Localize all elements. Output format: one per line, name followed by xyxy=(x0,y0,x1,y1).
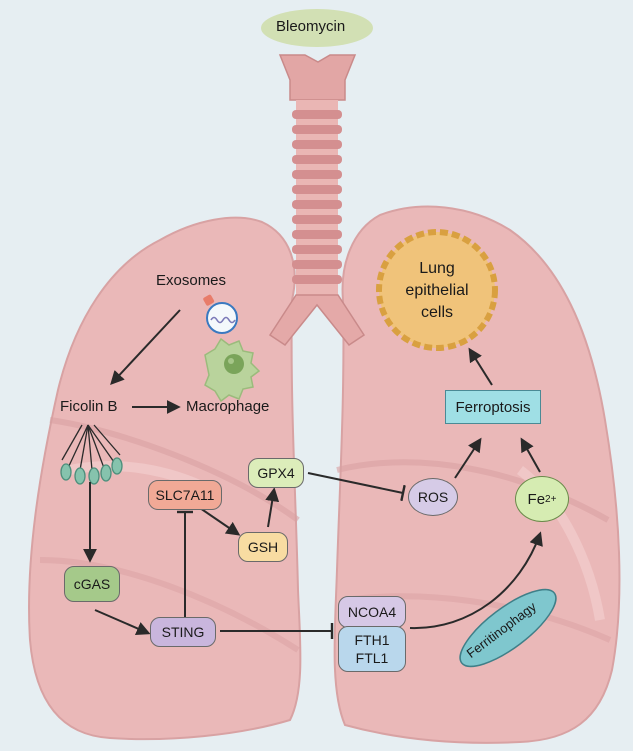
arrow-gsh-gpx4 xyxy=(265,487,280,528)
arrow-exosomes-ficolin xyxy=(110,309,181,386)
ferroptosis-node: Ferroptosis xyxy=(445,390,541,424)
lung-epithelial-cell xyxy=(376,229,498,351)
exosomes-label: Exosomes xyxy=(156,272,227,289)
bleomycin-ellipse xyxy=(261,9,373,47)
arrow-slc7a11-gsh xyxy=(199,507,241,536)
lung-cells-label: Lung epithelial cells xyxy=(387,258,487,324)
ficolin-b-label: Ficolin B xyxy=(60,398,118,415)
exosome-icon xyxy=(203,294,238,334)
ros-node: ROS xyxy=(408,478,458,516)
fth-ftl-node: FTH1 FTL1 xyxy=(338,626,406,672)
cgas-node: cGAS xyxy=(64,566,120,602)
arrow-fe-ferroptosis xyxy=(520,437,541,473)
fe-superscript: 2+ xyxy=(545,493,557,505)
arrow-ferroptosis-cells xyxy=(468,347,493,386)
connectors xyxy=(83,309,543,639)
sting-node: STING xyxy=(150,617,216,647)
inhibit-gpx4-ros xyxy=(307,472,406,502)
trachea xyxy=(268,54,366,347)
macrophage-icon xyxy=(204,337,261,403)
bleomycin-label: Bleomycin xyxy=(276,18,346,35)
gpx4-node: GPX4 xyxy=(248,458,304,488)
fth1-label: FTH1 xyxy=(354,632,390,648)
macrophage-label: Macrophage xyxy=(186,398,270,415)
arrow-ferritinophagy-fe xyxy=(409,531,543,630)
ferritinophagy-ellipse xyxy=(459,588,557,668)
ncoa4-node: NCOA4 xyxy=(338,596,406,628)
arrow-cgas-sting xyxy=(94,609,151,635)
fe-base: Fe xyxy=(527,490,546,508)
arrow-ros-ferroptosis xyxy=(454,437,482,479)
lung-cells-line1: Lung xyxy=(419,260,455,277)
lung-cells-line3: cells xyxy=(420,304,453,321)
lung-cells-line2: epithelial xyxy=(405,282,469,299)
gsh-node: GSH xyxy=(238,532,288,562)
ficolin-bouquet-icon xyxy=(60,424,123,485)
ftl1-label: FTL1 xyxy=(355,650,389,666)
slc7a11-node: SLC7A11 xyxy=(148,480,222,510)
